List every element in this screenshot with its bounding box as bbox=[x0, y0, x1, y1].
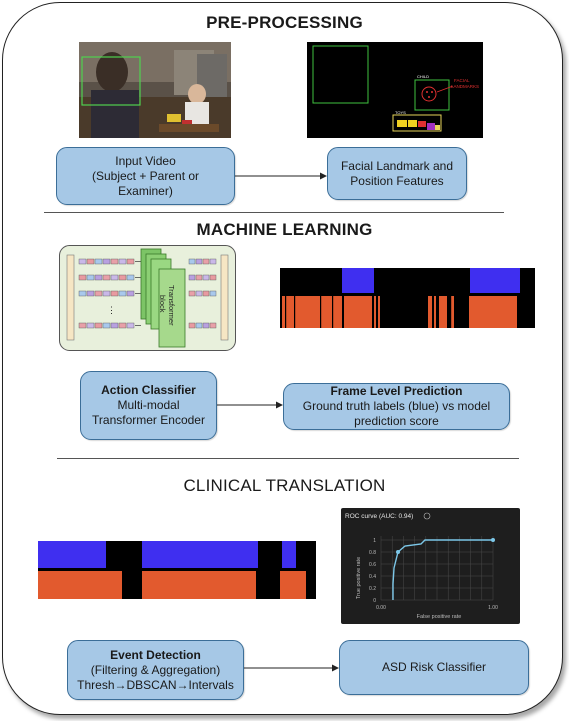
roc-ytick-label: 0.2 bbox=[369, 586, 376, 592]
token bbox=[95, 259, 102, 264]
token bbox=[189, 275, 195, 280]
token bbox=[119, 291, 126, 296]
token bbox=[79, 275, 86, 280]
roc-chart: ROC curve (AUC: 0.94) 0 0.2 0.4 0.6 0.8 1 0.0… bbox=[341, 508, 520, 624]
token bbox=[103, 259, 110, 264]
token bbox=[111, 259, 118, 264]
prediction-gap bbox=[320, 296, 321, 328]
frame-prediction-strip bbox=[280, 268, 535, 328]
token bbox=[196, 291, 202, 296]
token bbox=[189, 259, 195, 264]
event-detection-node: Event Detection (Filtering & Aggregation… bbox=[67, 640, 244, 700]
token bbox=[111, 275, 118, 280]
prediction-gap bbox=[285, 296, 286, 328]
child-label: CHILD bbox=[417, 74, 429, 79]
token bbox=[196, 323, 202, 328]
prediction-bar bbox=[428, 296, 432, 328]
ellipsis-icon: ⋮ bbox=[107, 305, 116, 315]
frame-prediction-node: Frame Level Prediction Ground truth labe… bbox=[283, 383, 510, 430]
input-video-frame bbox=[79, 42, 231, 138]
roc-ytick-label: 0.8 bbox=[369, 550, 376, 556]
token bbox=[119, 323, 126, 328]
token bbox=[119, 275, 126, 280]
roc-xlabel: False positive rate bbox=[417, 614, 462, 620]
roc-marker-1 bbox=[396, 550, 400, 554]
token bbox=[196, 259, 202, 264]
token bbox=[87, 291, 94, 296]
token bbox=[95, 323, 102, 328]
prediction-bar bbox=[434, 296, 436, 328]
transformer-diagram: ⋮ Transformer block bbox=[59, 245, 236, 351]
roc-marker-2 bbox=[491, 538, 495, 542]
token bbox=[87, 275, 94, 280]
roc-ytick-label: 0.4 bbox=[369, 574, 376, 580]
section-title-preprocessing: PRE-PROCESSING bbox=[0, 13, 569, 33]
roc-xtick-label: 1.00 bbox=[488, 605, 498, 611]
landmark-feature-frame: CHILD FACIAL LANDMARKS TOYS bbox=[307, 42, 483, 138]
token bbox=[196, 275, 202, 280]
transformer-label-1: Transformer bbox=[167, 285, 176, 326]
token bbox=[127, 275, 134, 280]
landmarks-label: LANDMARKS bbox=[451, 84, 479, 89]
prediction-gap bbox=[450, 296, 451, 328]
prediction-gap bbox=[294, 296, 295, 328]
asd-classifier-node: ASD Risk Classifier bbox=[339, 640, 529, 695]
toys-label: TOYS bbox=[395, 110, 406, 115]
token bbox=[189, 291, 195, 296]
token bbox=[111, 323, 118, 328]
divider-1 bbox=[44, 212, 504, 213]
facial-landmark-node: Facial Landmark and Position Features bbox=[327, 147, 467, 200]
action-classifier-node: Action Classifier Multi-modal Transforme… bbox=[80, 371, 217, 440]
roc-ylabel: True positive rate bbox=[356, 557, 362, 599]
token bbox=[87, 259, 94, 264]
token bbox=[210, 291, 216, 296]
prediction-bar bbox=[469, 296, 517, 328]
roc-xtick-label: 0.00 bbox=[376, 605, 386, 611]
token bbox=[210, 275, 216, 280]
token bbox=[203, 323, 209, 328]
divider-2 bbox=[57, 458, 519, 459]
token bbox=[203, 275, 209, 280]
prediction-gap bbox=[400, 296, 401, 328]
roc-title: ROC curve (AUC: 0.94) bbox=[345, 513, 413, 520]
token bbox=[103, 323, 110, 328]
token bbox=[210, 323, 216, 328]
prediction-gap bbox=[332, 296, 333, 328]
token bbox=[111, 291, 118, 296]
roc-ytick-label: 0 bbox=[373, 598, 376, 604]
facial-label: FACIAL bbox=[454, 78, 470, 83]
token bbox=[210, 259, 216, 264]
token bbox=[95, 291, 102, 296]
token bbox=[119, 259, 126, 264]
token bbox=[95, 275, 102, 280]
token bbox=[87, 323, 94, 328]
token bbox=[79, 323, 86, 328]
token bbox=[79, 291, 86, 296]
prediction-bar bbox=[439, 296, 447, 328]
token bbox=[127, 291, 134, 296]
roc-ytick-label: 0.6 bbox=[369, 562, 376, 568]
prediction-gap bbox=[412, 296, 413, 328]
prediction-bar bbox=[374, 296, 376, 328]
token bbox=[103, 275, 110, 280]
transformer-label-2: block bbox=[158, 295, 167, 313]
prediction-bar bbox=[378, 296, 380, 328]
token bbox=[127, 259, 134, 264]
token bbox=[203, 291, 209, 296]
event-detection-strip bbox=[38, 541, 316, 599]
prediction-bar bbox=[344, 296, 372, 328]
token bbox=[103, 291, 110, 296]
token bbox=[203, 259, 209, 264]
roc-ytick-label: 1 bbox=[373, 538, 376, 544]
section-title-machine-learning: MACHINE LEARNING bbox=[0, 220, 569, 240]
token bbox=[189, 323, 195, 328]
input-video-node: Input Video (Subject + Parent or Examine… bbox=[56, 147, 235, 205]
token bbox=[79, 259, 86, 264]
token bbox=[127, 323, 134, 328]
section-title-clinical-translation: CLINICAL TRANSLATION bbox=[0, 476, 569, 496]
